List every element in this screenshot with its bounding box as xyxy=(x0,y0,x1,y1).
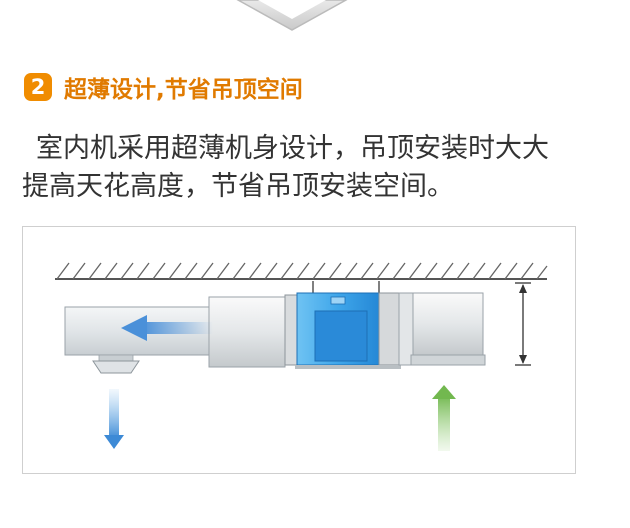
chevron-down-icon xyxy=(236,0,348,31)
down-arrow-icon xyxy=(104,389,124,449)
indoor-unit xyxy=(284,281,401,369)
supply-air-duct xyxy=(64,296,286,374)
ceiling-installation-illustration xyxy=(55,262,548,451)
ceiling-slab xyxy=(55,262,548,280)
installation-diagram xyxy=(22,226,576,474)
up-arrow-icon xyxy=(432,385,456,451)
step-number-badge: 2 xyxy=(24,73,52,101)
supply-air-arrow-icon xyxy=(121,315,213,341)
return-air-box xyxy=(398,292,486,366)
height-dimension-icon xyxy=(515,282,531,366)
description-line: 室内机采用超薄机身设计，吊顶安装时大大 xyxy=(36,133,549,164)
section-heading: 2 超薄设计,节省吊顶空间 xyxy=(24,70,303,104)
section-title: 超薄设计,节省吊顶空间 xyxy=(64,77,303,103)
description-line: 提高天花高度，节省吊顶安装空间。 xyxy=(22,171,454,202)
section-description: 室内机采用超薄机身设计，吊顶安装时大大 提高天花高度，节省吊顶安装空间。 xyxy=(22,130,612,206)
